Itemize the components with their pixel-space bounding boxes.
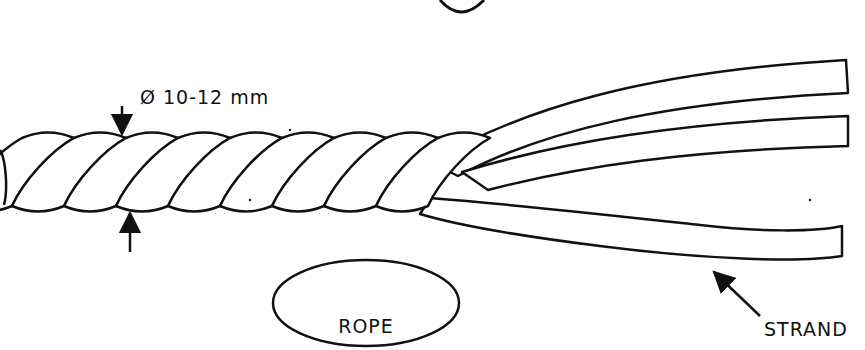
- rope-strand: [376, 133, 490, 212]
- part-label: STRAND: [764, 318, 848, 340]
- dimension-arrow: [129, 213, 132, 252]
- partial-circle: [440, 0, 484, 12]
- dimension-arrow: [121, 106, 124, 134]
- dimension-label: Ø 10-12 mm: [140, 86, 269, 108]
- title-ellipse: ROPE: [271, 258, 461, 348]
- strand-end: [462, 116, 848, 190]
- leader-arrow: [714, 272, 760, 316]
- rope-end: [0, 150, 6, 205]
- strand-end: [420, 198, 842, 259]
- title-text: ROPE: [338, 315, 394, 337]
